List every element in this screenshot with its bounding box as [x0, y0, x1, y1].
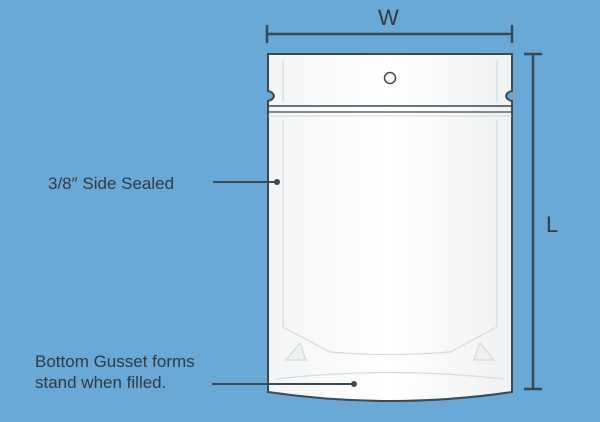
- length-label: L: [546, 212, 559, 237]
- side-seal-lines: [282, 60, 498, 327]
- hang-hole-icon: [383, 71, 397, 85]
- bottom-gusset-label-line1: Bottom Gusset forms: [35, 352, 195, 371]
- length-dimension-line: [524, 52, 542, 391]
- side-sealed-label: 3/8″ Side Sealed: [48, 174, 175, 193]
- bottom-gusset-leader: [212, 381, 357, 387]
- bottom-gusset-label-line2: stand when filled.: [35, 373, 167, 392]
- width-label: W: [378, 5, 399, 30]
- side-sealed-leader: [213, 179, 280, 185]
- width-dimension-line: [265, 25, 514, 43]
- zipper-seal: [268, 105, 512, 117]
- bag-outline: [267, 53, 513, 402]
- gusset-lines: [275, 326, 505, 380]
